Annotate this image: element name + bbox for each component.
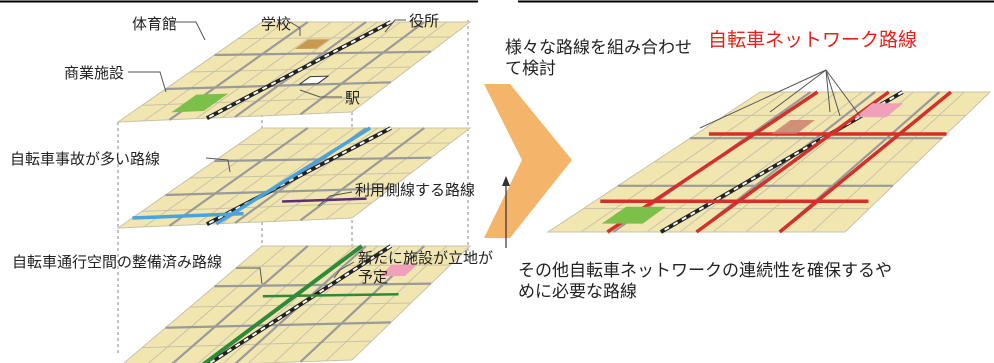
layer3-road [214, 282, 432, 288]
map-layers [116, 19, 572, 363]
network-leader-3 [825, 69, 831, 113]
layer2-rail-dash [206, 127, 392, 226]
network-leader-4 [825, 69, 841, 117]
city-hall-leader [384, 19, 406, 33]
network-route-2 [695, 90, 890, 234]
user-side-leader [317, 191, 353, 207]
developed-leader [236, 267, 263, 285]
network-leader-5 [825, 69, 861, 117]
layer2-road [168, 127, 309, 227]
new-facility-label: 新たに施設が立地が予定 [358, 249, 494, 286]
commercial-label: 商業施設 [64, 64, 125, 82]
city-hall-label: 役所 [409, 12, 440, 30]
new-facility-leader [333, 261, 355, 279]
developed-route-vertical [201, 244, 364, 363]
layer2-road [299, 127, 425, 222]
user-side-routes-label: 利用側線する路線 [355, 181, 476, 199]
layer3-road [171, 245, 309, 363]
layer2-road [165, 187, 391, 197]
network-green-area [601, 206, 666, 224]
commercial-leader [128, 71, 167, 93]
continuity-arrow-head [502, 176, 510, 186]
layer3-rail-dash [208, 245, 392, 363]
gym-label: 体育館 [132, 15, 178, 33]
station-box [298, 75, 330, 85]
layer1-road [165, 81, 391, 91]
accident-routes-label: 自転車事故が多い路線 [10, 150, 161, 168]
developed-route-horizontal [262, 292, 399, 298]
gym-area [294, 39, 330, 50]
network-title: 自転車ネットワーク路線 [708, 29, 918, 51]
network-red-area [771, 120, 815, 134]
combine-arrow [484, 84, 572, 238]
accident-route-horizontal [132, 211, 244, 220]
new-facility-area [379, 264, 418, 277]
school-label: 学校 [261, 15, 292, 33]
network-route-3 [778, 90, 953, 234]
accident-route-vertical [215, 126, 372, 226]
commercial-area [171, 93, 229, 113]
accident-leader [205, 157, 231, 173]
station-label: 駅 [345, 89, 361, 107]
network-pink-area [854, 103, 904, 118]
network-rail-dash [660, 91, 904, 233]
gym-leader [170, 21, 206, 41]
layer3-road [165, 321, 391, 329]
combine-text: 様々な路線を組み合わせて検討 [505, 38, 692, 79]
network-map [546, 69, 992, 234]
station-leader [299, 89, 342, 98]
layer1-road [214, 50, 432, 57]
network-leader-2 [769, 69, 827, 113]
user-side-route [282, 197, 367, 203]
layer1-rail-dash [206, 21, 392, 120]
continuity-text: その他自転車ネットワークの連続性を確保するやめに必要な路線 [518, 261, 892, 302]
developed-routes-label: 自転車通行空間の整備済み路線 [12, 253, 223, 271]
school-leader [289, 21, 301, 36]
layer1-road [299, 21, 425, 116]
network-leader-1 [699, 69, 827, 129]
